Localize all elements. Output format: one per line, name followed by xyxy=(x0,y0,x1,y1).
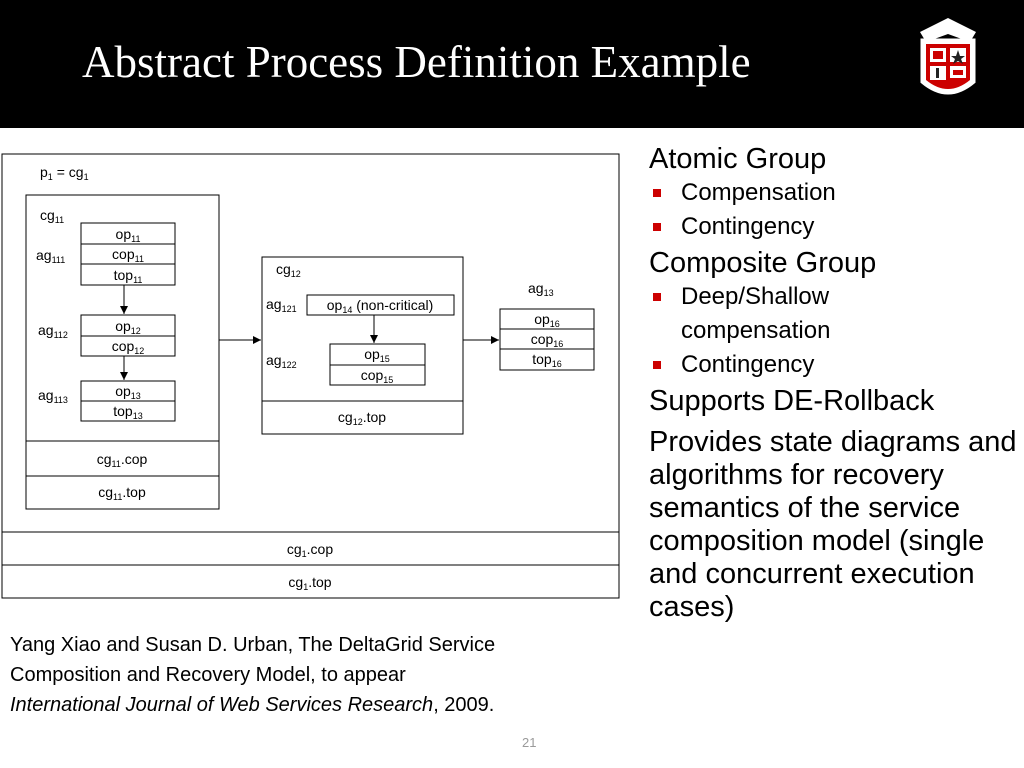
op15-label: op15 xyxy=(364,346,390,364)
cop11-label: cop11 xyxy=(112,246,144,264)
bullet-composite-group: Composite Group xyxy=(649,247,877,279)
ag122-label: ag122 xyxy=(266,352,297,370)
bullet-provides: Provides state diagrams and algorithms f… xyxy=(649,426,1017,623)
bullet-marker xyxy=(653,293,661,301)
bullet-marker xyxy=(653,189,661,197)
ag13-label: ag13 xyxy=(528,280,554,298)
op16-label: op16 xyxy=(534,311,560,329)
ag121-label: ag121 xyxy=(266,296,297,314)
ag113-label: ag113 xyxy=(38,387,68,405)
cg1-cop-label: cg1.cop xyxy=(287,541,333,559)
citation-journal: International Journal of Web Services Re… xyxy=(10,694,434,716)
bullet-contingency-2: Contingency xyxy=(649,348,1019,382)
top16-label: top16 xyxy=(532,351,561,369)
title-bar: Abstract Process Definition Example xyxy=(0,0,1024,128)
bullet-contingency-1: Contingency xyxy=(649,210,1019,244)
cg11-cop-label: cg11.cop xyxy=(97,451,148,469)
bullet-marker xyxy=(653,223,661,231)
bullet-text: Compensation xyxy=(681,179,836,206)
cg12-box xyxy=(261,256,464,435)
cop16-label: cop16 xyxy=(531,331,564,349)
top13-label: top13 xyxy=(113,403,142,421)
ag111-block xyxy=(80,222,176,286)
citation-line-2: Composition and Recovery Model, to appea… xyxy=(10,664,406,686)
bullet-text: Contingency xyxy=(681,351,815,378)
top11-label: top11 xyxy=(114,267,143,285)
citation-line-1: Yang Xiao and Susan D. Urban, The DeltaG… xyxy=(10,634,496,656)
ag112-label: ag112 xyxy=(38,322,68,340)
cg11-top-label: cg11.top xyxy=(98,484,146,502)
cg11-label: cg11 xyxy=(40,207,64,225)
ag13-block xyxy=(499,308,595,371)
bullet-deep-shallow: Deep/Shallow compensation xyxy=(649,280,901,348)
p1-cg1-label: p1 = cg1 xyxy=(40,164,89,182)
cg1-container xyxy=(1,153,620,566)
ag111-label: ag111 xyxy=(36,247,65,265)
bullet-supports: Supports DE-Rollback xyxy=(649,385,935,417)
cg1-top-box xyxy=(1,564,620,599)
bullet-compensation: Compensation xyxy=(649,176,1019,210)
citation-year: , 2009. xyxy=(433,694,495,716)
process-diagram: p1 = cg1 cg11 ag111 op11 cop11 top11 ag1… xyxy=(1,153,620,599)
op14-block xyxy=(306,294,455,316)
slide-title: Abstract Process Definition Example xyxy=(82,37,751,87)
bullet-text: Contingency xyxy=(681,213,815,240)
op14-label: op14 (non-critical) xyxy=(327,297,434,315)
cg12-top-label: cg12.top xyxy=(338,409,386,427)
cop12-label: cop12 xyxy=(112,338,145,356)
bullet-atomic-group: Atomic Group xyxy=(649,143,827,175)
page-number: 21 xyxy=(522,735,537,750)
cg11-box xyxy=(25,194,220,510)
bullet-marker xyxy=(653,361,661,369)
university-seal-logo xyxy=(920,18,976,95)
citation: Yang Xiao and Susan D. Urban, The DeltaG… xyxy=(10,630,635,720)
cop15-label: cop15 xyxy=(361,367,394,385)
bullet-list: Atomic Group Compensation Contingency Co… xyxy=(649,140,1019,624)
op13-label: op13 xyxy=(115,383,141,401)
cg1-top-label: cg1.top xyxy=(288,574,331,592)
cg12-label: cg12 xyxy=(276,261,301,279)
bullet-text: Deep/Shallow compensation xyxy=(681,283,831,344)
op11-label: op11 xyxy=(116,226,141,244)
op12-label: op12 xyxy=(115,318,141,336)
